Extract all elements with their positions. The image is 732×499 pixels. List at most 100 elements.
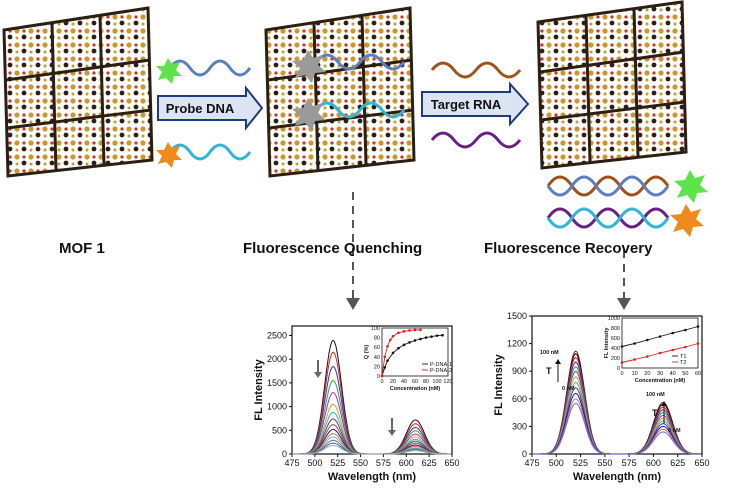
inset-data-point	[391, 334, 395, 338]
recovery-label: Fluorescence Recovery	[484, 240, 653, 257]
inset-x-tick-label: 60	[412, 379, 418, 385]
inset-data-point	[671, 331, 674, 335]
y-tick-label: 900	[512, 366, 527, 376]
inset-x-tick-label: 10	[632, 371, 638, 377]
duplex-strand-brown	[546, 175, 670, 197]
inset-y-tick-label: 0	[617, 366, 620, 372]
inset-data-point	[413, 339, 417, 342]
inset-legend-label: T2	[680, 360, 686, 366]
inset-x-tick-label: 40	[401, 379, 407, 385]
y-tick-label: 2000	[267, 354, 287, 364]
inset-data-point	[696, 325, 700, 328]
y-tick-label: 500	[272, 425, 287, 435]
duplex-strand-cyan	[546, 207, 670, 229]
y-tick-label: 0	[522, 449, 527, 459]
recovered-orange-dye-icon	[670, 204, 704, 237]
spectrum-curve	[292, 444, 452, 455]
inset-y-tick-label: 200	[611, 356, 620, 362]
probe-dna-strand-1	[168, 59, 252, 77]
y-tick-label: 600	[512, 394, 527, 404]
probe-dna-label: Probe DNA	[166, 101, 235, 116]
inset-x-axis-title: Concentration (nM)	[635, 378, 686, 384]
quenched-dye-icon-2	[292, 98, 326, 131]
x-axis-title: Wavelength (nm)	[328, 471, 417, 483]
inset-data-point	[408, 341, 411, 344]
y-tick-label: 1200	[507, 339, 527, 349]
inset-data-point	[696, 342, 700, 345]
x-tick-label: 525	[573, 458, 588, 468]
green-dye-icon	[156, 58, 182, 84]
x-tick-label: 600	[646, 458, 661, 468]
inset-data-point	[383, 355, 387, 359]
inset-x-tick-label: 20	[644, 371, 650, 377]
x-tick-label: 475	[524, 458, 539, 468]
x-tick-label: 650	[694, 458, 709, 468]
arrowhead-quenching	[346, 298, 360, 310]
inset-data-point	[419, 337, 422, 341]
inset-data-point	[402, 343, 406, 347]
inset-data-point	[658, 335, 662, 338]
inset-x-tick-label: 0	[620, 371, 623, 377]
y-tick-label: 1500	[267, 378, 287, 388]
x-tick-label: 650	[444, 458, 459, 468]
inset-data-point	[383, 366, 387, 369]
inset-data-point	[424, 336, 428, 339]
probe-dna-arrow: Probe DNA	[157, 85, 264, 131]
inset-y-tick-label: 60	[374, 345, 380, 351]
inset-y-tick-label: 80	[374, 336, 380, 342]
inset-data-point	[388, 338, 392, 342]
orange-dye-icon	[156, 142, 182, 168]
x-tick-label: 550	[353, 458, 368, 468]
y-axis-title: FL Intensity	[253, 358, 265, 420]
inset-y-axis-title: Q (%)	[364, 345, 370, 360]
quenching-label: Fluorescence Quenching	[243, 240, 423, 257]
inset-data-point	[441, 333, 444, 337]
mof-crystal-1	[2, 6, 154, 178]
y-axis-title: FL Intensity	[493, 353, 505, 415]
duplex-strand-blue	[546, 175, 670, 197]
inset-y-tick-label: 20	[374, 364, 380, 370]
x-tick-label: 625	[422, 458, 437, 468]
inset-data-point	[658, 351, 662, 355]
inset-data-point	[633, 342, 636, 345]
inset-x-tick-label: 40	[670, 371, 676, 377]
target-label-1: T	[546, 366, 552, 376]
mof-crystal-3	[536, 0, 688, 170]
inset-data-point	[684, 328, 687, 332]
quenched-dye-icon-1	[292, 50, 326, 83]
y-tick-label: 1500	[507, 311, 527, 321]
concentration-low-label: 0 nM	[562, 386, 575, 392]
inset-data-point	[397, 331, 400, 335]
inset-legend-label: P-DNA-2	[430, 368, 452, 374]
inset-data-point	[413, 328, 417, 332]
inset-y-tick-label: 40	[374, 355, 380, 361]
y-tick-label: 0	[282, 449, 287, 459]
x-tick-label: 500	[307, 458, 322, 468]
y-tick-label: 2500	[267, 330, 287, 340]
inset-data-point	[620, 345, 624, 348]
inset-legend-label: P-DNA-1	[430, 362, 452, 368]
inset-y-tick-label: 0	[377, 374, 380, 380]
inset-data-point	[419, 328, 422, 332]
x-tick-label: 475	[284, 458, 299, 468]
mof-crystal-2	[264, 6, 416, 178]
inset-data-point	[435, 334, 439, 337]
inset-x-tick-label: 60	[695, 371, 701, 377]
inset-data-point	[380, 374, 384, 378]
target-rna-label: Target RNA	[431, 97, 502, 112]
inset-x-tick-label: 20	[390, 379, 396, 385]
increase-arrow-head	[661, 401, 667, 406]
target-label-2: T	[652, 408, 658, 418]
mof-label: MOF 1	[59, 240, 105, 257]
x-tick-label: 500	[549, 458, 564, 468]
inset-data-point	[402, 330, 406, 333]
inset-x-axis-title: Concentration (nM)	[390, 386, 441, 392]
concentration-high-label: 100 nM	[540, 350, 559, 356]
bound-strand-2	[314, 101, 406, 119]
inset-x-tick-label: 120	[443, 379, 452, 385]
inset-y-axis-title: FL Intensity	[604, 327, 610, 359]
y-tick-label: 300	[512, 421, 527, 431]
recovered-green-dye-icon	[674, 170, 708, 203]
